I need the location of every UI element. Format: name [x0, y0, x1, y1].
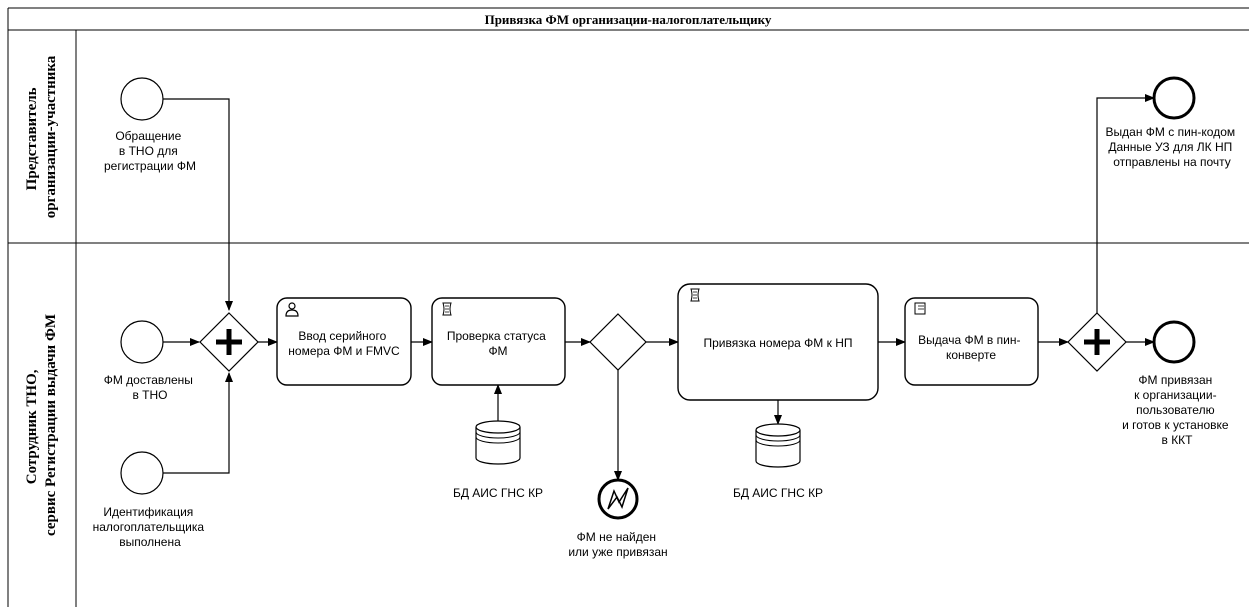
database-icon [475, 420, 521, 465]
end-event-issued [1152, 76, 1196, 120]
exclusive-gateway-status [589, 313, 647, 371]
parallel-gateway-join [199, 312, 259, 372]
pool-title: Привязка ФМ организации-налогоплательщик… [485, 12, 772, 27]
parallel-gateway-split [1067, 312, 1127, 372]
task-enter-serial-line1: Ввод серийного [298, 329, 386, 343]
user-icon [285, 302, 299, 317]
task-issue-fm-line1: Выдача ФМ в пин- [918, 333, 1020, 347]
data-store-2-label: БД АИС ГНС КР [733, 486, 823, 500]
svg-text:Ввод серийного номера ФМ: Ввод серийного номера ФМ и FMVC [288, 329, 400, 358]
task-issue-fm-line2: конверте [946, 348, 996, 362]
task-check-status-line1: Проверка статуса [447, 329, 546, 343]
error-end-event [597, 478, 639, 520]
flow-split-to-issued-end [1096, 94, 1155, 313]
flow-identified-to-join [163, 372, 233, 474]
task-enter-serial: Ввод серийного номера ФМ и FMVC [276, 297, 412, 386]
start-event-delivered [120, 320, 164, 364]
lane-label-tno-employee: Сотрудник ТНО, сервис Регистрации выдачи… [24, 314, 59, 536]
lane-label-representative: Представитель организации-участника [24, 55, 59, 218]
start-event-request-label: Обращение в ТНО для регистрации ФМ [104, 129, 196, 173]
flow-request-to-join [163, 98, 233, 311]
script-icon [690, 288, 700, 302]
svg-text:Проверка статуса ФМ: Проверка статуса ФМ [447, 329, 549, 358]
script-icon [442, 302, 452, 316]
start-event-identified-label: Идентификация налогоплательщика выполнен… [93, 505, 208, 549]
task-bind-number-line1: Привязка номера ФМ к НП [704, 336, 853, 350]
svg-text:Привязка номера ФМ к НП: Привязка номера ФМ к НП [704, 336, 853, 350]
database-icon [755, 423, 801, 468]
pool-frame [7, 7, 1249, 607]
task-bind-number: Привязка номера ФМ к НП [677, 283, 879, 401]
lightning-icon [607, 487, 629, 510]
task-enter-serial-line2: номера ФМ и FMVC [288, 344, 400, 358]
manual-icon [914, 302, 926, 315]
start-event-delivered-label: ФМ доставлены в ТНО [104, 373, 197, 402]
start-event-identified [120, 451, 164, 495]
task-check-status: Проверка статуса ФМ [431, 297, 566, 386]
svg-text:Сотрудник ТНО, сервис Ре: Сотрудник ТНО, сервис Регистрации выдачи… [24, 314, 59, 536]
end-event-bound-label: ФМ привязан к организации- пользователю … [1122, 373, 1232, 447]
end-event-bound [1152, 320, 1196, 364]
svg-text:Представитель организаци: Представитель организации-участника [24, 55, 59, 218]
error-end-event-label: ФМ не найден или уже привязан [568, 530, 667, 559]
task-check-status-line2: ФМ [488, 344, 507, 358]
svg-text:Выдача ФМ в пин- конверт: Выдача ФМ в пин- конверте [918, 333, 1024, 362]
data-store-1-label: БД АИС ГНС КР [453, 486, 543, 500]
end-event-issued-label: Выдан ФМ с пин-кодом Данные УЗ для ЛК НП… [1106, 125, 1239, 169]
start-event-request [120, 77, 164, 121]
task-issue-fm: Выдача ФМ в пин- конверте [904, 297, 1039, 386]
